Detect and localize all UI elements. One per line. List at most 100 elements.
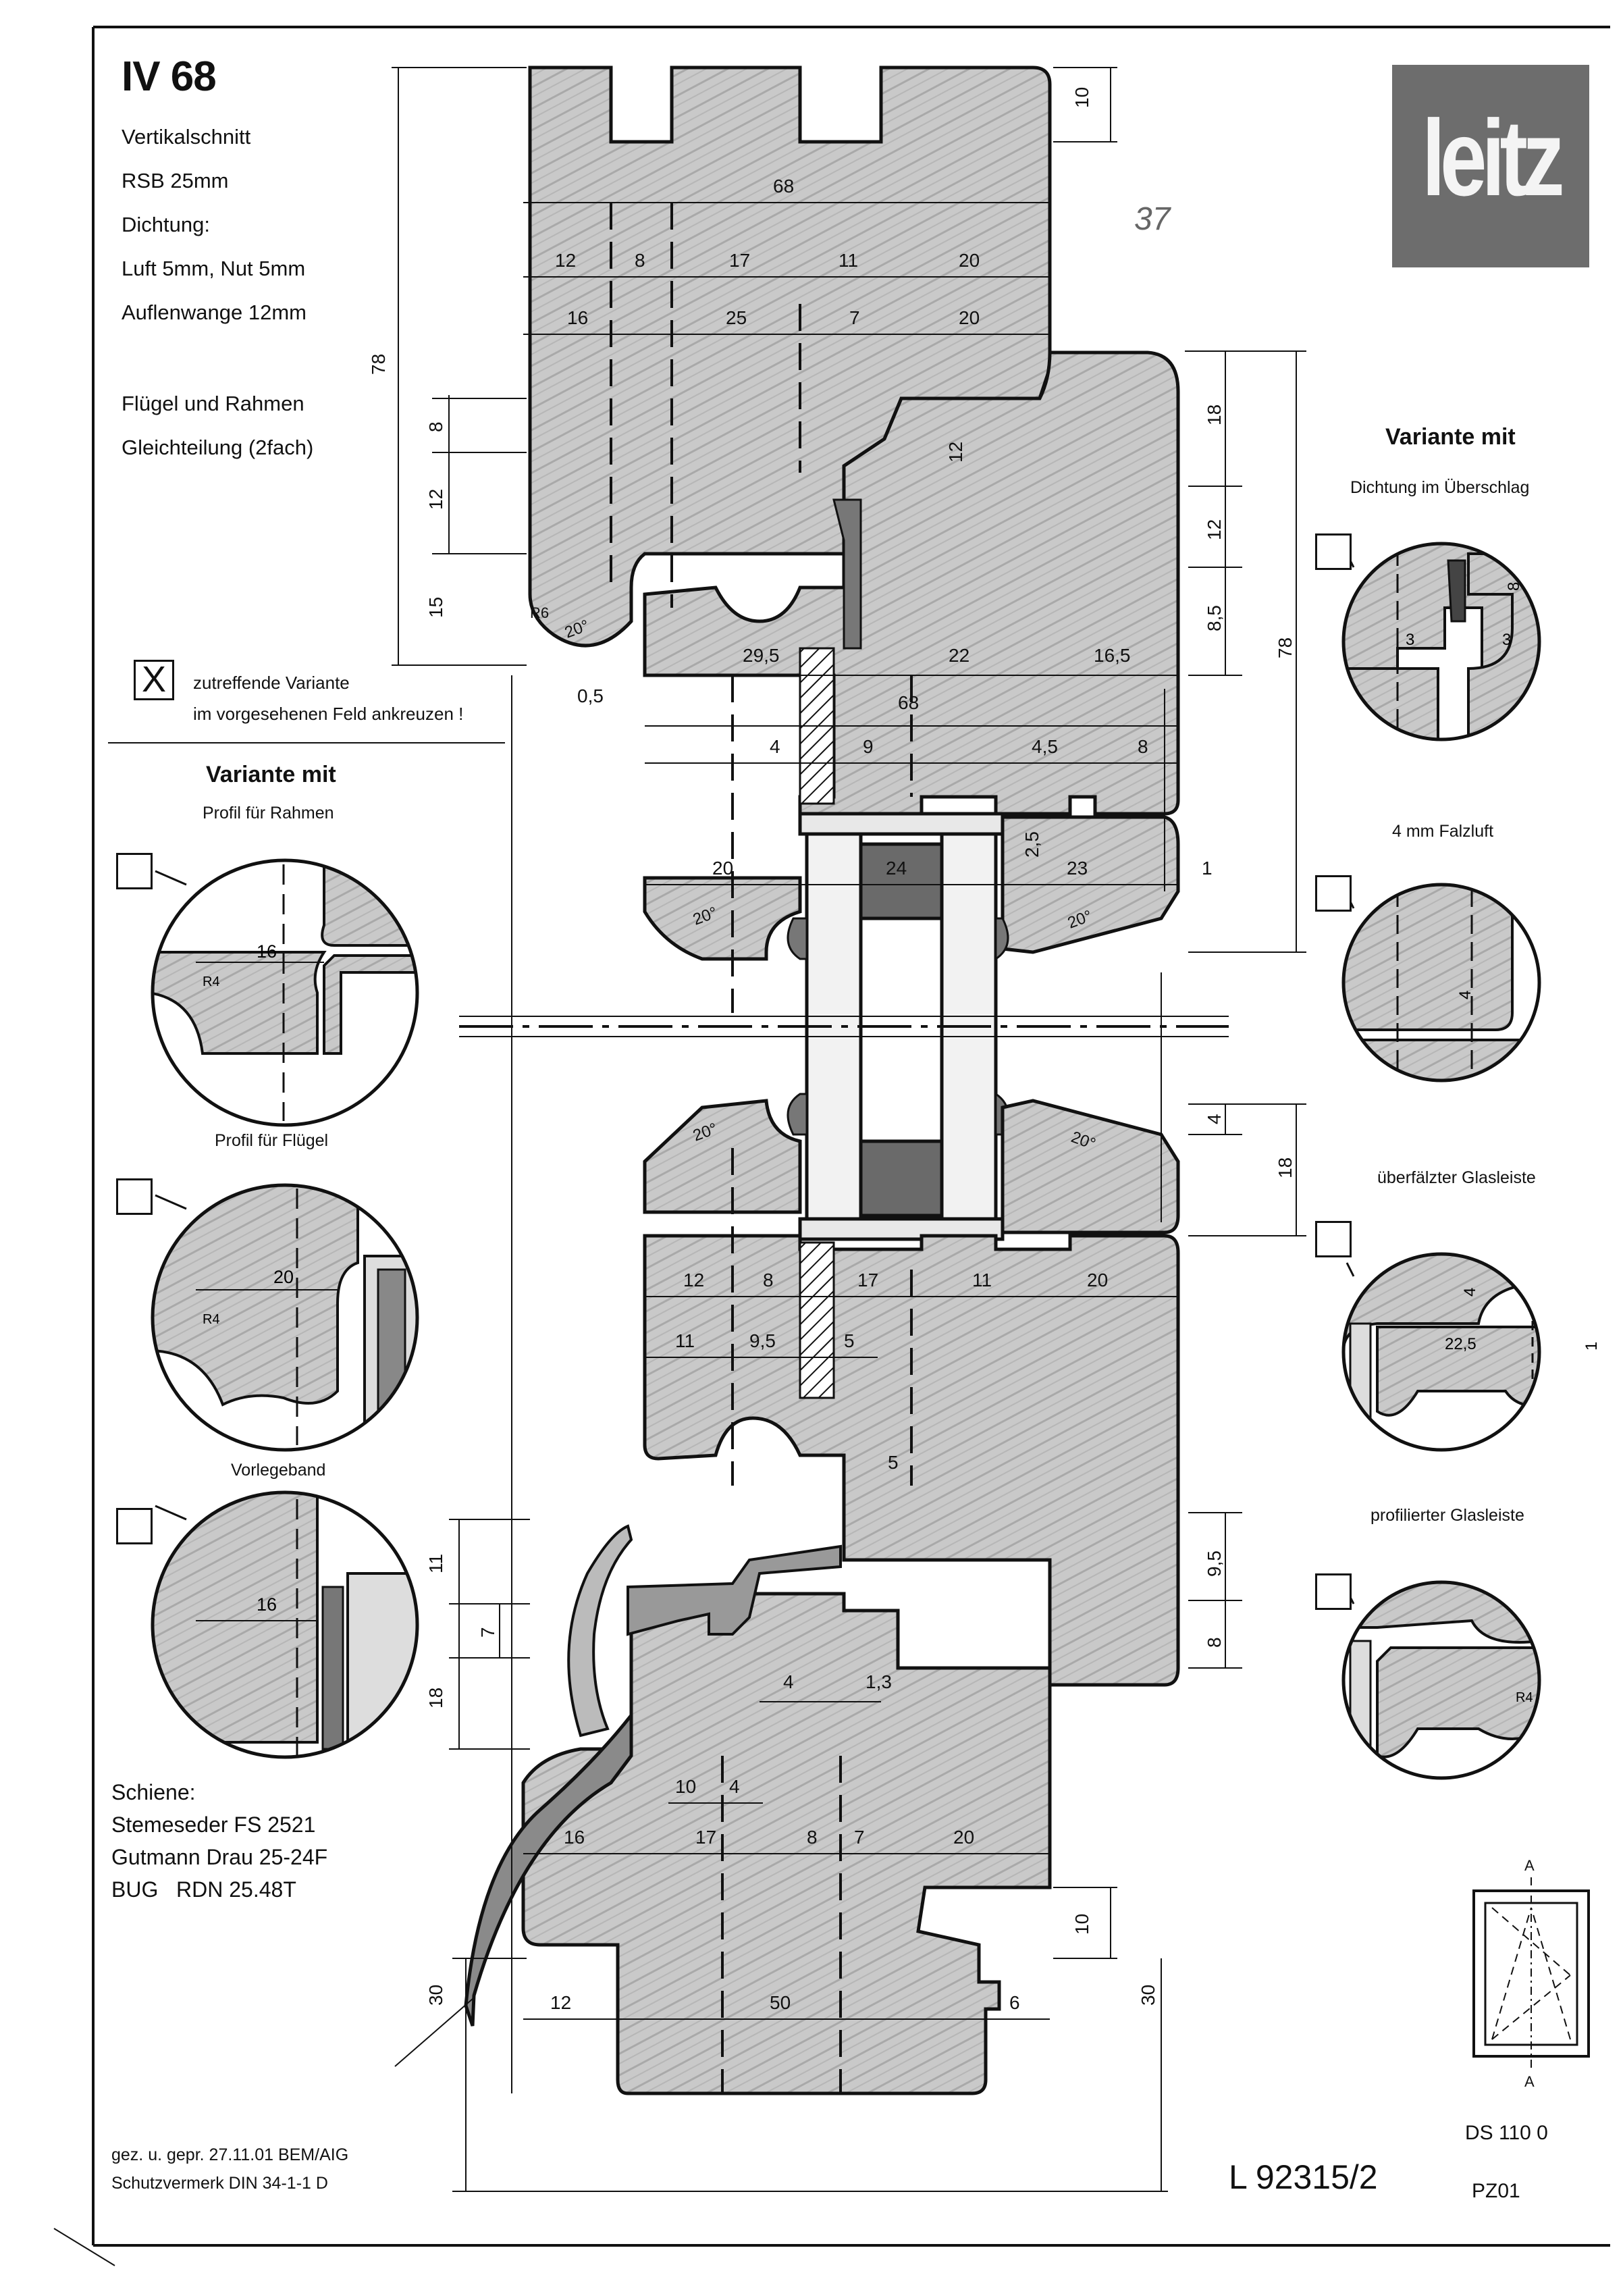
dim-22: 22 [949, 645, 969, 666]
dim-v12: 12 [425, 489, 446, 510]
dim-r12: 12 [1204, 519, 1225, 540]
dim-r85: 8,5 [1204, 605, 1225, 631]
dim-row5-1: 17 [695, 1827, 716, 1848]
dim-r18: 18 [1204, 405, 1225, 425]
dim-20-glass: 20 [712, 858, 733, 879]
checkbox-profilierte-glasleiste[interactable] [1315, 1573, 1352, 1610]
lower-frame-profile [521, 1592, 1052, 2095]
detail-radius: R4 [203, 974, 220, 989]
section-mark-top: A [1524, 1857, 1535, 1874]
pz-code: PZ01 [1472, 2180, 1520, 2202]
right-variant-heading: Variante mit [1385, 424, 1516, 450]
dim-r8: 8 [1204, 1637, 1225, 1648]
dim-row2-0: 16 [567, 307, 588, 328]
dim-b10: 10 [1071, 1914, 1092, 1935]
dim-r95: 9,5 [1204, 1550, 1225, 1577]
detail-dim: 3 [1502, 631, 1511, 649]
dim-4b: 4 [783, 1671, 794, 1692]
dim-45: 4,5 [1032, 736, 1058, 757]
detail-radius: R4 [203, 1312, 220, 1327]
rail-block: Schiene: Stemeseder FS 2521 Gutmann Drau… [111, 1776, 327, 1906]
dim-row1-2: 17 [729, 250, 750, 271]
dim-row3-0: 12 [683, 1270, 704, 1290]
detail-dim: 3 [1406, 631, 1414, 649]
dim-row4-1: 9,5 [749, 1330, 776, 1351]
detail-profil-fluegel: 20 R4 [151, 1183, 419, 1452]
dim-1: 1 [1202, 858, 1213, 879]
dim-r78: 78 [1275, 637, 1296, 658]
dim-l7: 7 [477, 1627, 498, 1638]
dim-l18: 18 [425, 1688, 446, 1708]
dim-row5-4: 20 [953, 1827, 974, 1848]
detail-radius: R4 [1516, 1690, 1533, 1705]
dim-row2-1: 25 [726, 307, 747, 328]
drawing-number: L 92315/2 [1229, 2158, 1378, 2196]
dim-row4-0: 11 [675, 1330, 695, 1351]
dim-68-upper: 68 [773, 176, 794, 197]
checkbox-ueberfaelzte-glasleiste[interactable] [1315, 1221, 1352, 1257]
dim-8: 8 [1138, 736, 1148, 757]
dim-9: 9 [863, 736, 874, 757]
lower-sash-profile [643, 1234, 1180, 1687]
dim-165: 16,5 [1094, 645, 1131, 666]
dim-b50: 50 [770, 1992, 791, 2013]
lower-glass-bead [643, 1099, 802, 1214]
dim-row3-3: 11 [972, 1270, 992, 1290]
detail-ueberfaelzte-glasleiste: 4 22,5 1 [1341, 1252, 1601, 1452]
dim-05: 0,5 [577, 685, 604, 706]
division-line: Gleichteilung (2fach) [122, 436, 314, 459]
selected-variant-checkbox[interactable]: X [134, 660, 174, 700]
detail-falzluft: 4 [1341, 883, 1541, 1082]
division-block: Flügel und Rahmen Gleichteilung (2fach) [122, 382, 313, 469]
window-symbol: A A [1472, 1857, 1590, 2090]
dim-13: 1,3 [866, 1671, 892, 1692]
dim-row2-2: 7 [849, 307, 860, 328]
leitz-logo: leitz [1392, 65, 1589, 267]
spec-line: Dichtung: [122, 213, 210, 236]
dim-row5-2: 8 [807, 1827, 818, 1848]
detail-dim: 4 [1456, 991, 1474, 999]
dim-4c: 4 [729, 1776, 740, 1797]
checkbox-vorlegeband[interactable] [116, 1508, 153, 1544]
dim-5: 5 [888, 1452, 899, 1473]
dim-row1-1: 8 [635, 250, 645, 271]
variant-label-profilierte-glasleiste: profilierter Glasleiste [1371, 1506, 1524, 1525]
spec-line: Luft 5mm, Nut 5mm [122, 257, 306, 280]
dim-v78: 78 [368, 354, 389, 375]
handwritten-note: 37 [1134, 201, 1172, 237]
dim-row2-3: 20 [959, 307, 980, 328]
footer-block: gez. u. gepr. 27.11.01 BEM/AIG Schutzver… [111, 2141, 348, 2197]
dim-row1-4: 20 [959, 250, 980, 271]
checkbox-falzluft[interactable] [1315, 875, 1352, 912]
dim-row1-0: 12 [555, 250, 576, 271]
left-variant-heading: Variante mit [206, 762, 336, 787]
dim-b30l: 30 [425, 1985, 446, 2006]
detail-dim: 16 [257, 941, 277, 962]
detail-dim: 22,5 [1445, 1335, 1476, 1353]
detail-profil-rahmen: 16 R4 [151, 858, 419, 1127]
spec-block: Vertikalschnitt RSB 25mm Dichtung: Luft … [122, 115, 307, 334]
dim-b6: 6 [1009, 1992, 1020, 2013]
glazing-unit [798, 812, 1005, 1241]
ds-code: DS 110 0 [1465, 2122, 1548, 2144]
checkbox-instruction: zutreffende Variante im vorgesehenen Fel… [193, 673, 464, 724]
checkbox-profil-fluegel[interactable] [116, 1178, 153, 1215]
lower-outer-bead [1001, 1099, 1180, 1234]
detail-dim: 16 [257, 1594, 277, 1615]
detail-dim: 8 [1505, 582, 1523, 591]
spec-line: Auflenwange 12mm [122, 301, 307, 324]
detail-dichtung-ueberschlag: 8 3 3 [1341, 542, 1541, 741]
dim-r6: R6 [530, 604, 549, 621]
checkbox-profil-rahmen[interactable] [116, 853, 153, 889]
checkbox-dichtung-ueberschlag[interactable] [1315, 533, 1352, 570]
detail-dim: 20 [273, 1267, 294, 1287]
dim-row4-2: 5 [844, 1330, 855, 1351]
spec-line: RSB 25mm [122, 169, 229, 192]
detail-profilierte-glasleiste: R4 [1341, 1580, 1541, 1780]
rail-line: Schiene: [111, 1780, 196, 1804]
dashed-axes [610, 203, 1051, 2093]
dim-row3-4: 20 [1087, 1270, 1108, 1290]
dim-23: 23 [1067, 858, 1088, 879]
